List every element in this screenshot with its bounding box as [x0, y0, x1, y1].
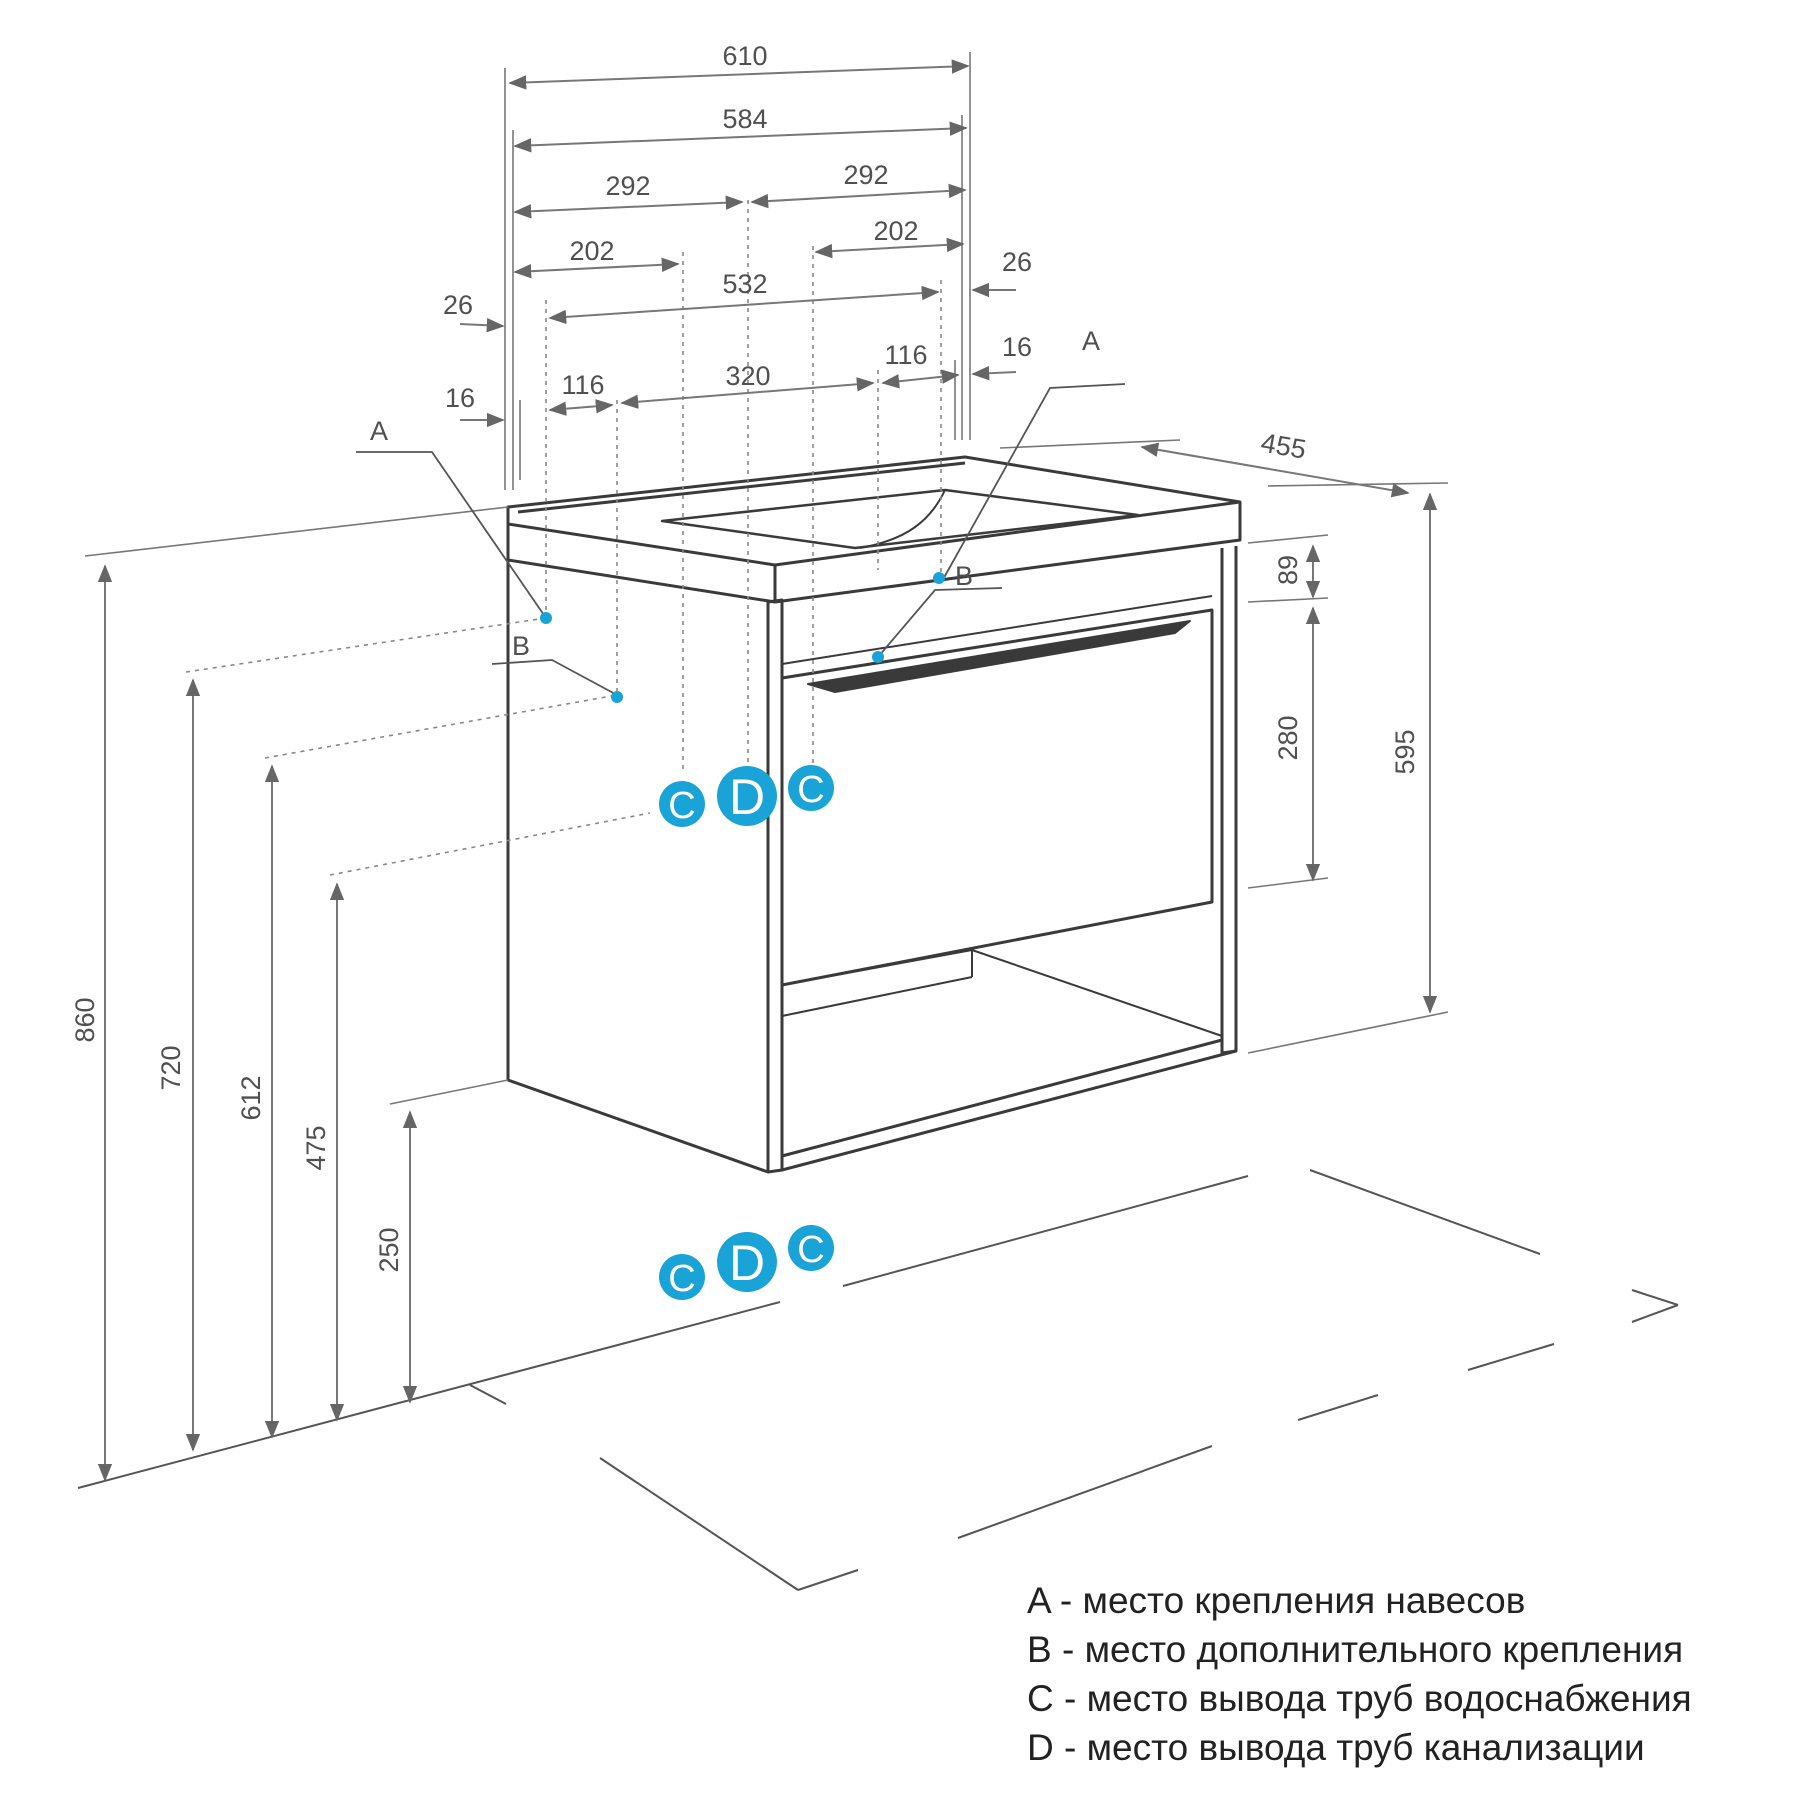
marker-c-floor-left-label: C [668, 1258, 695, 1300]
marker-c-floor-right [788, 1225, 834, 1271]
dim-610: 610 [722, 41, 767, 71]
pipe-markers-floor: C D C [659, 1225, 834, 1300]
dimension-labels: 610 584 292 292 202 202 532 26 26 116 32… [70, 41, 1420, 1273]
dim-280: 280 [1273, 715, 1303, 760]
legend-key-a: A [1027, 1580, 1050, 1621]
legend-row-c: C - место вывода труб водоснабжения [1027, 1674, 1787, 1723]
dim-584: 584 [722, 104, 767, 134]
mount-point-a-left [540, 612, 552, 624]
dim-26-left: 26 [443, 290, 473, 320]
label-a-left: A [370, 416, 388, 446]
dim-860: 860 [70, 997, 100, 1042]
marker-c-wall-left [659, 781, 705, 827]
marker-c-floor-right-label: C [797, 1229, 824, 1271]
dim-16-right: 16 [1002, 332, 1032, 362]
cabinet-outline [506, 455, 1242, 1174]
dim-89: 89 [1273, 555, 1303, 585]
dim-292-left: 292 [605, 171, 650, 201]
mount-point-b-left [611, 691, 623, 703]
dashed-guides [185, 200, 942, 876]
dim-455: 455 [1259, 427, 1309, 464]
legend-text-c: - место вывода труб водоснабжения [1064, 1678, 1692, 1719]
point-labels: A B A B [370, 326, 1100, 661]
dim-320: 320 [725, 361, 770, 391]
dim-475: 475 [301, 1125, 331, 1170]
marker-d-wall-label: D [729, 769, 765, 825]
marker-d-floor [717, 1232, 777, 1292]
dim-612: 612 [236, 1075, 266, 1120]
label-b-right: B [955, 561, 973, 591]
legend-text-b: - место дополнительного крепления [1061, 1629, 1684, 1670]
dim-26-right: 26 [1002, 247, 1032, 277]
small-dimension-arrows [459, 282, 1017, 428]
legend: A - место крепления навесов B - место до… [1027, 1576, 1787, 1772]
mount-point-b-right [872, 651, 884, 663]
legend-text-d: - место вывода труб канализации [1064, 1727, 1645, 1768]
dim-595: 595 [1390, 729, 1420, 774]
dim-202-right: 202 [873, 216, 918, 246]
legend-text-a: - место крепления навесов [1059, 1580, 1526, 1621]
legend-key-b: B [1027, 1629, 1052, 1670]
mount-point-a-right [933, 572, 945, 584]
pipe-markers-wall: C D C [659, 765, 834, 827]
dim-250: 250 [374, 1227, 404, 1272]
dim-720: 720 [156, 1045, 186, 1090]
marker-d-floor-label: D [729, 1235, 765, 1291]
marker-c-wall-right [788, 765, 834, 811]
dim-202-left: 202 [569, 236, 614, 266]
legend-key-c: C [1027, 1678, 1054, 1719]
legend-key-d: D [1027, 1727, 1054, 1768]
marker-d-wall [717, 766, 777, 826]
legend-row-d: D - место вывода труб канализации [1027, 1723, 1787, 1772]
attachment-points [540, 572, 945, 703]
marker-c-wall-right-label: C [797, 769, 824, 811]
legend-row-b: B - место дополнительного крепления [1027, 1625, 1787, 1674]
marker-c-floor-left [659, 1254, 705, 1300]
marker-c-wall-left-label: C [668, 785, 695, 827]
dim-292-right: 292 [843, 160, 888, 190]
dim-116-right: 116 [884, 340, 927, 370]
dim-16-left: 16 [445, 383, 475, 413]
dim-532: 532 [722, 269, 767, 299]
dim-116-left: 116 [561, 370, 604, 400]
label-b-left: B [512, 631, 530, 661]
floor-outline [77, 1169, 1679, 1591]
dimension-lines [97, 59, 1438, 1482]
label-a-right: A [1082, 326, 1100, 356]
leader-lines [356, 383, 1126, 696]
legend-row-a: A - место крепления навесов [1027, 1576, 1787, 1625]
